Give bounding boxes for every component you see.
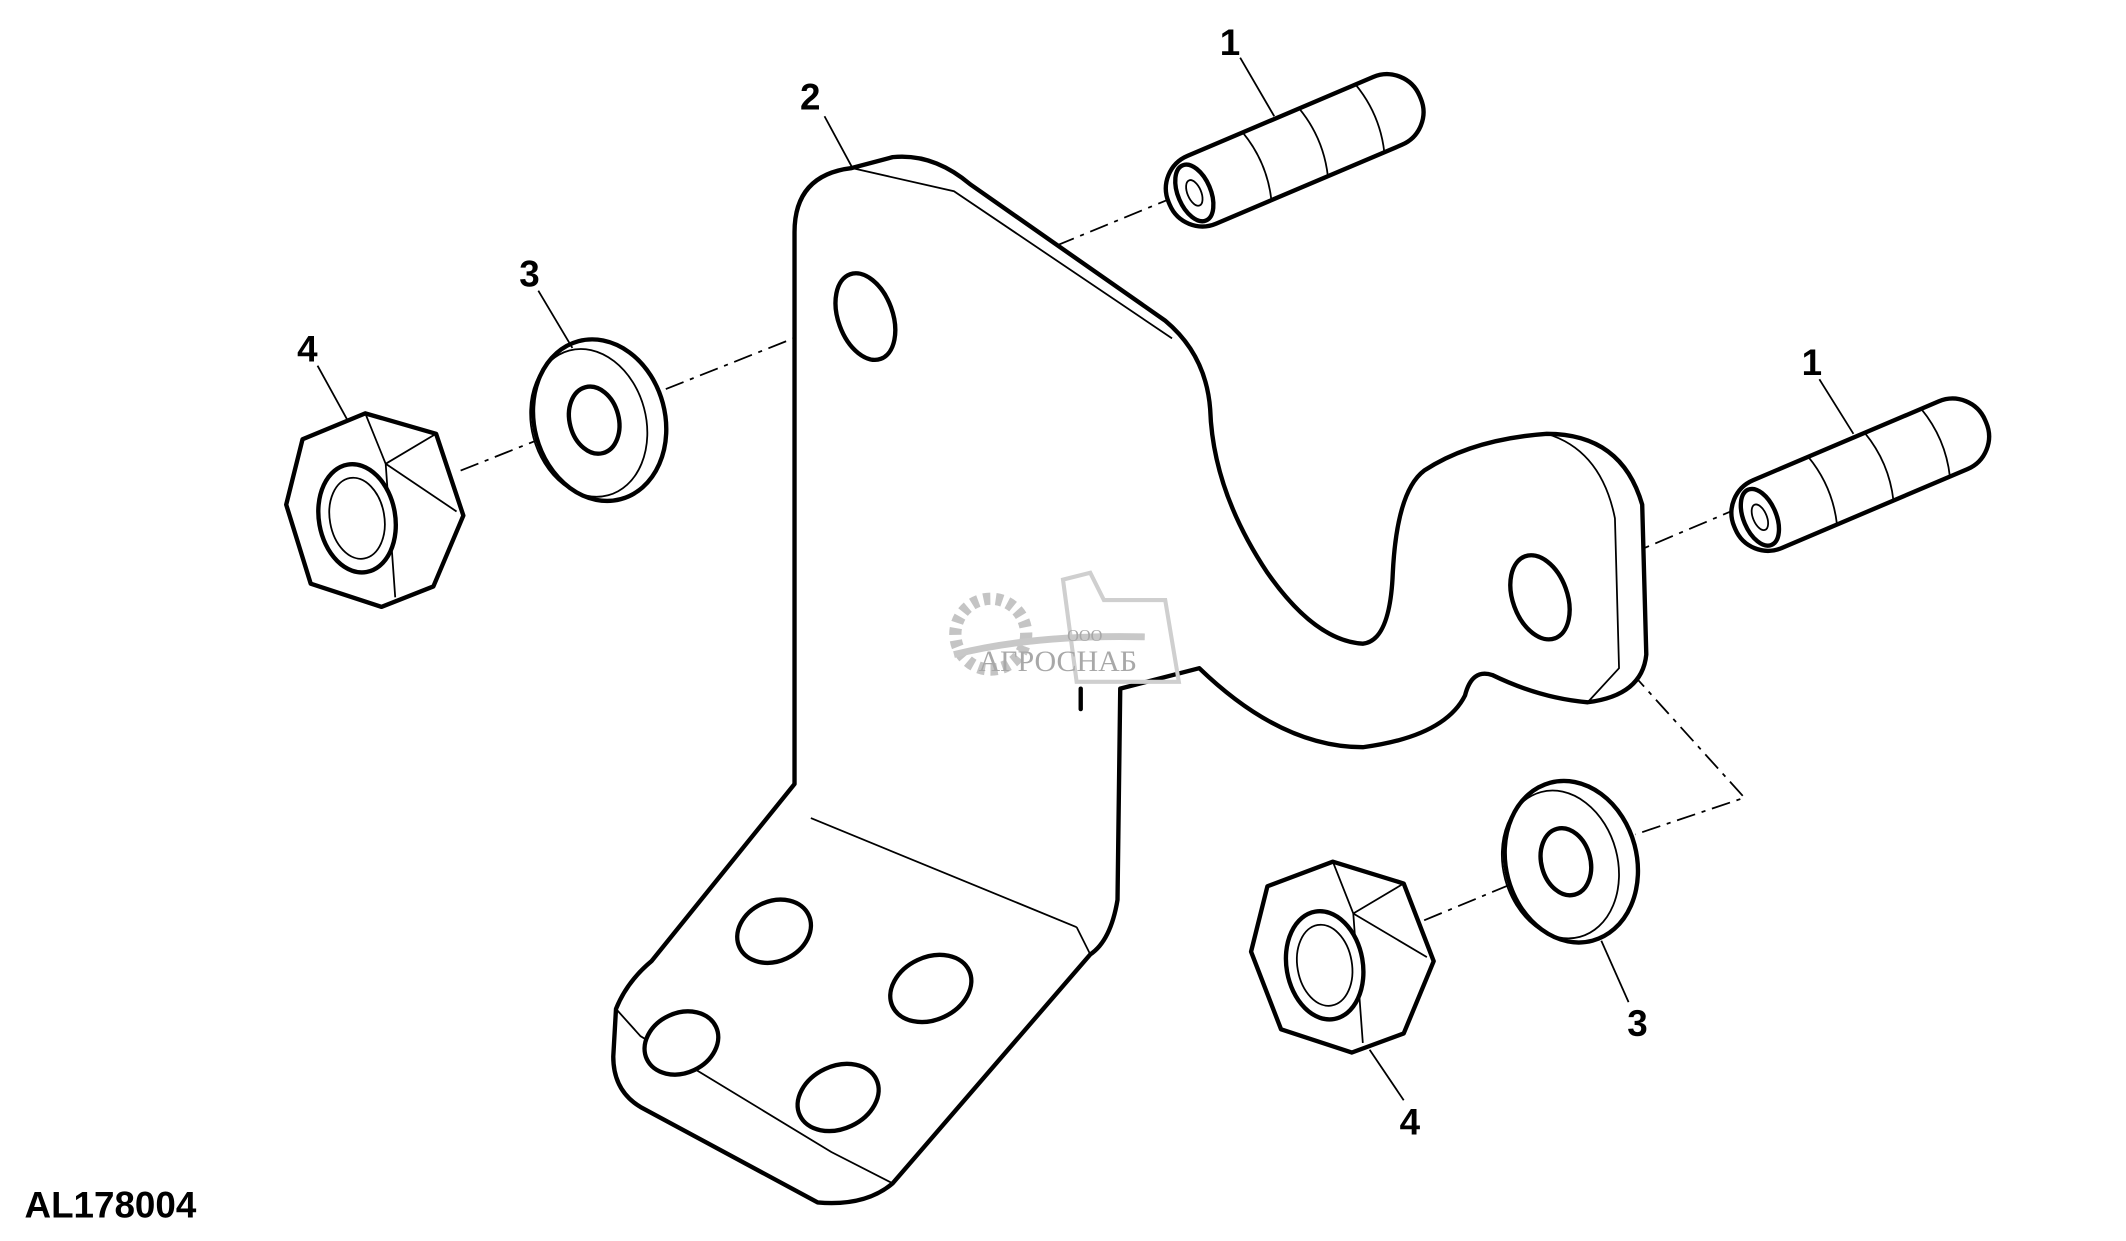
watermark-prefix: ООО xyxy=(1067,626,1103,645)
washer-right xyxy=(1500,778,1641,945)
pin-upper xyxy=(1163,72,1426,229)
watermark-name: АГРОСНАБ xyxy=(979,645,1138,678)
callout-nut-right: 4 xyxy=(1400,1101,1421,1142)
pin-right xyxy=(1729,396,1992,553)
callout-nut-left: 4 xyxy=(297,329,318,370)
gear-icon xyxy=(949,592,1033,676)
callout-pin-upper: 1 xyxy=(1220,22,1240,63)
callout-washer-left: 3 xyxy=(519,254,539,295)
callout-bracket: 2 xyxy=(800,76,820,117)
agrosnab-watermark: ООО АГРОСНАБ xyxy=(949,570,1182,684)
nut-right xyxy=(1248,859,1436,1055)
leader-lines xyxy=(316,57,1855,1101)
washer-left xyxy=(529,337,669,504)
callout-pin-right: 1 xyxy=(1802,342,1822,383)
callout-washer-right: 3 xyxy=(1627,1003,1647,1044)
figure-id: AL178004 xyxy=(25,1184,197,1225)
combine-harvester-icon xyxy=(1060,570,1182,684)
nut-left xyxy=(284,411,466,610)
